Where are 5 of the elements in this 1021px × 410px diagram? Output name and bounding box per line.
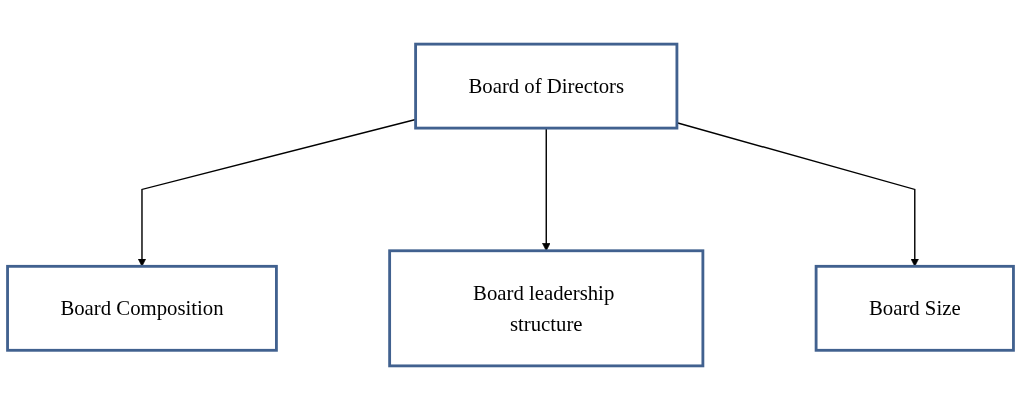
node-box: Board Composition [6,264,278,352]
node-box: Board of Directors [414,42,679,130]
arrow [676,122,919,267]
node-box: Board leadership structure [388,249,705,368]
node-box: Board Size [814,264,1015,352]
